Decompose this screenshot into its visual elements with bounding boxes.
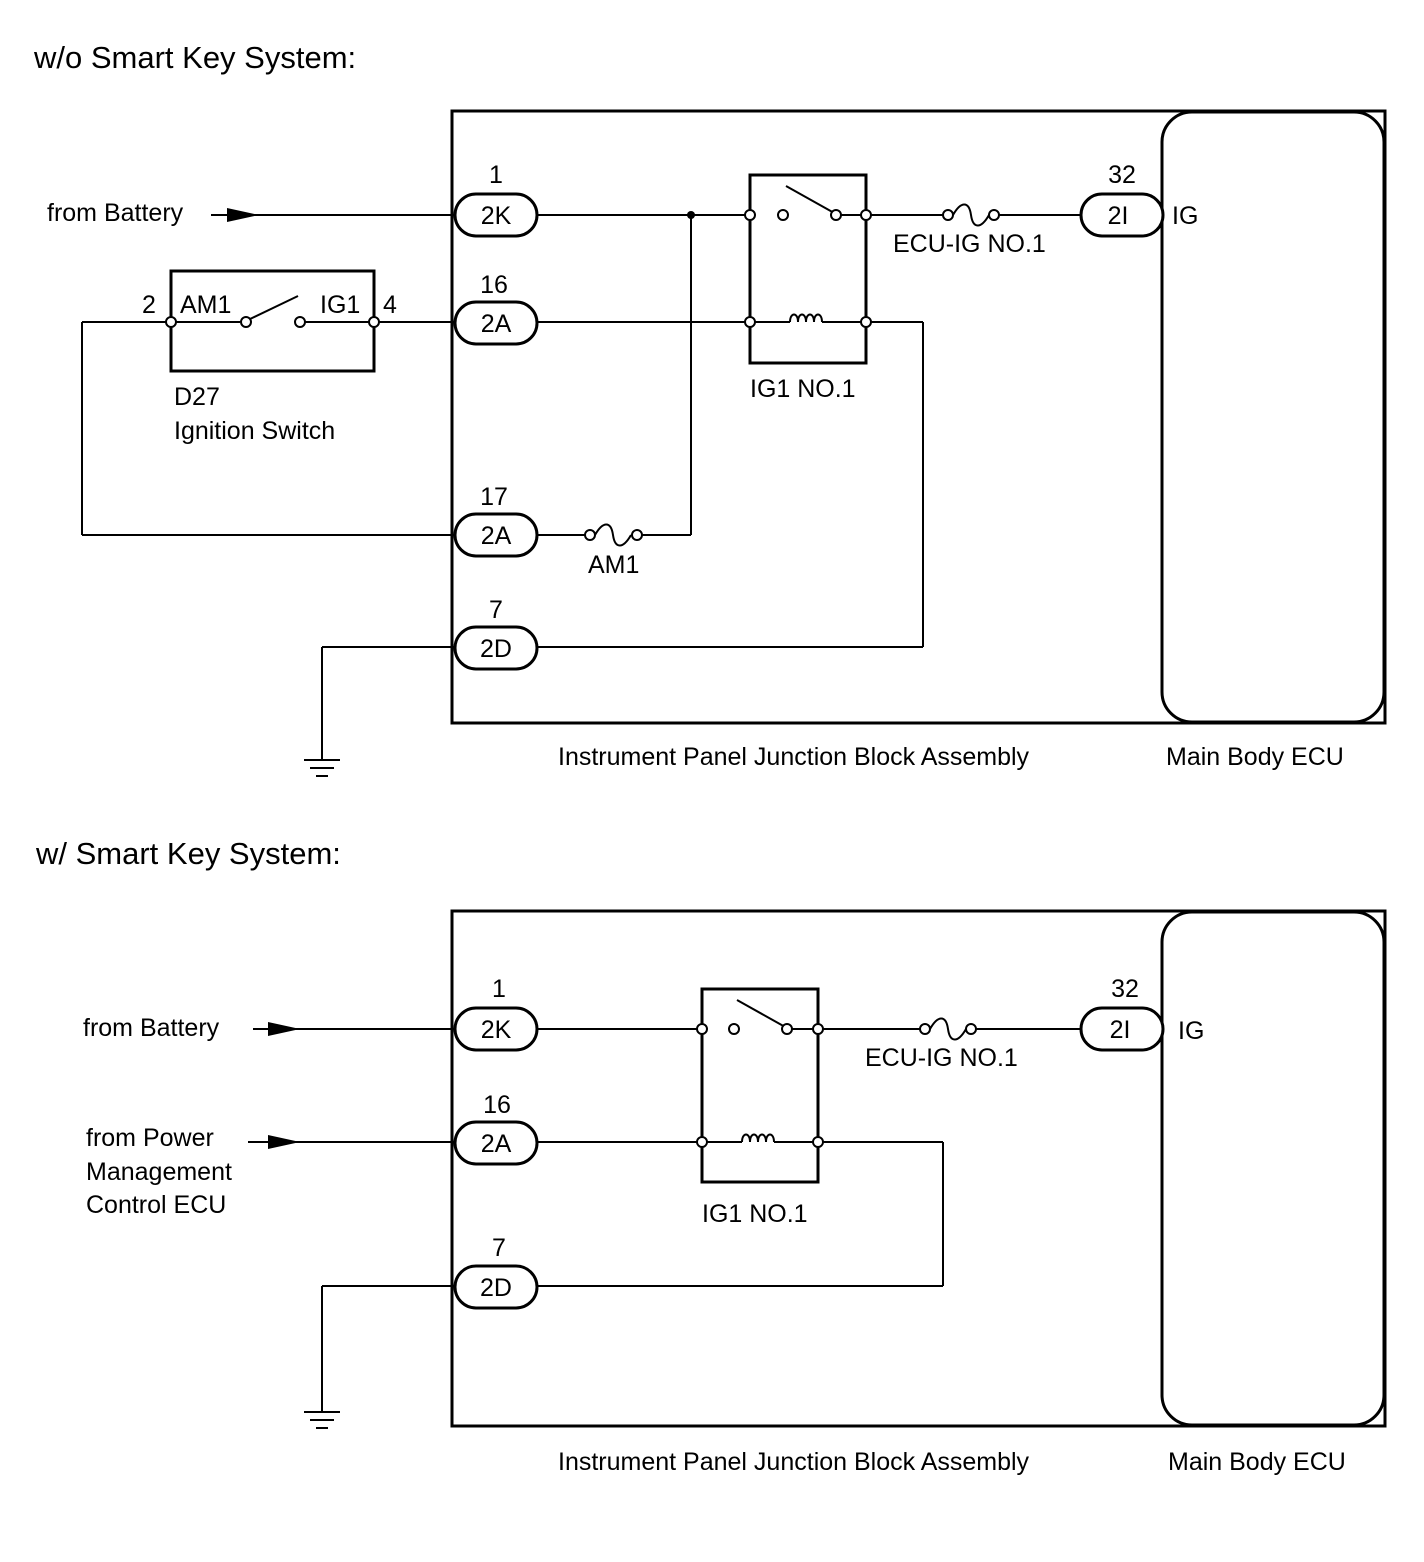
relay-switch-contact	[785, 185, 837, 215]
relay-switch-contact	[736, 999, 788, 1029]
pin-number: 16	[483, 1091, 511, 1119]
section-title-with-smart-key: w/ Smart Key System:	[35, 836, 341, 871]
pin-number: 17	[480, 483, 508, 511]
connector-label: 2I	[1108, 202, 1129, 230]
ground-icon	[304, 1411, 340, 1429]
pin-number: 7	[489, 596, 503, 624]
connector-label: 2A	[481, 310, 512, 338]
from-battery-label: from Battery	[83, 1014, 220, 1042]
ig-terminal-label: IG	[1172, 202, 1198, 230]
junction-block-frame	[450, 109, 1387, 725]
power-management-label-line1: from Power	[86, 1124, 214, 1152]
junction-block-label: Instrument Panel Junction Block Assembly	[558, 743, 1030, 771]
fuse-am1-label: AM1	[588, 551, 639, 579]
pin-number: 32	[1111, 975, 1139, 1003]
power-management-label-line3: Control ECU	[86, 1191, 226, 1219]
fuse-ecu-ig-icon	[952, 203, 990, 227]
relay-label: IG1 NO.1	[750, 375, 856, 403]
fuse-ecu-ig-label: ECU-IG NO.1	[865, 1044, 1018, 1072]
ignition-switch-contact	[249, 295, 299, 320]
ignition-label-ig1: IG1	[320, 291, 360, 319]
relay-coil-icon	[789, 313, 823, 323]
relay-label: IG1 NO.1	[702, 1200, 808, 1228]
pin-number: 1	[492, 975, 506, 1003]
ignition-switch-name: Ignition Switch	[174, 417, 335, 445]
connector-label: 2D	[480, 635, 512, 663]
main-body-ecu-frame	[1160, 910, 1386, 1427]
fuse-ecu-ig-icon	[929, 1017, 967, 1041]
pin-number: 7	[492, 1234, 506, 1262]
battery-arrow-icon	[268, 1022, 300, 1036]
relay-ig1-box	[700, 987, 820, 1184]
junction-block-frame	[450, 909, 1387, 1428]
power-management-arrow-icon	[268, 1135, 300, 1149]
main-body-ecu-label: Main Body ECU	[1166, 743, 1344, 771]
ignition-label-am1: AM1	[180, 291, 231, 319]
main-body-ecu-frame	[1160, 110, 1386, 724]
power-management-label-line2: Management	[86, 1158, 232, 1186]
connector-label: 2K	[481, 202, 512, 230]
fuse-am1-icon	[594, 523, 632, 547]
junction-block-label: Instrument Panel Junction Block Assembly	[558, 1448, 1030, 1476]
pin-number: 32	[1108, 161, 1136, 189]
ground-icon	[304, 759, 340, 777]
battery-arrow-icon	[227, 208, 259, 222]
connector-label: 2A	[481, 522, 512, 550]
section-title-without-smart-key: w/o Smart Key System:	[33, 40, 356, 75]
connector-2i	[1079, 1006, 1165, 1052]
main-body-ecu-label: Main Body ECU	[1168, 1448, 1346, 1476]
pin-number: 16	[480, 271, 508, 299]
connector-label: 2A	[481, 1130, 512, 1158]
ignition-pin-right: 4	[383, 291, 397, 319]
fuse-ecu-ig-label: ECU-IG NO.1	[893, 230, 1046, 258]
connector-2i	[1079, 192, 1165, 238]
relay-ig1-box	[748, 173, 868, 365]
ignition-pin-left: 2	[142, 291, 156, 319]
ignition-switch-code: D27	[174, 383, 220, 411]
diagram-without-smart-key: w/o Smart Key System: from Battery 1 2K …	[33, 40, 1387, 777]
connector-label: 2K	[481, 1016, 512, 1044]
diagram-with-smart-key: w/ Smart Key System: from Battery 1 2K I…	[35, 836, 1387, 1476]
pin-number: 1	[489, 161, 503, 189]
from-battery-label: from Battery	[47, 199, 184, 227]
relay-coil-icon	[741, 1133, 775, 1143]
connector-label: 2I	[1110, 1016, 1131, 1044]
connector-label: 2D	[480, 1274, 512, 1302]
ig-terminal-label: IG	[1178, 1017, 1204, 1045]
